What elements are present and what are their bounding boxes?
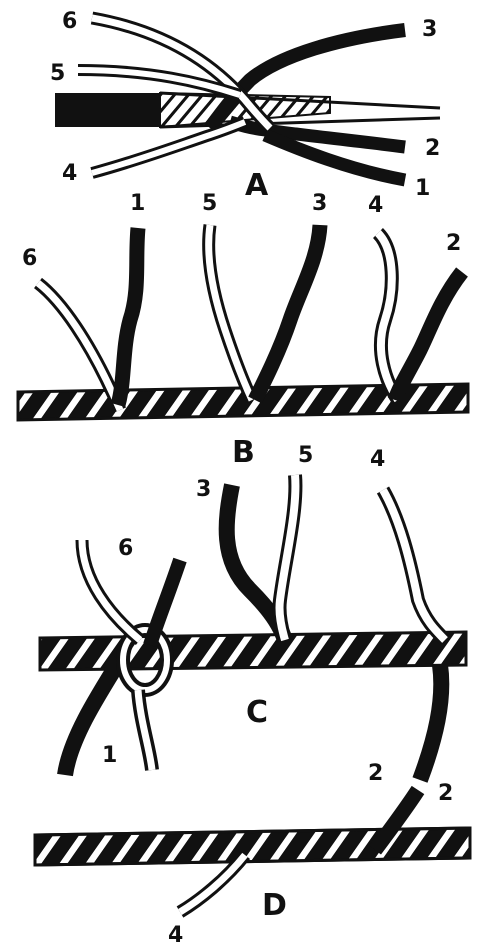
panel-a-number-1: 1: [415, 176, 430, 201]
panel-a: 6 5 4 3 2 1 A: [50, 9, 440, 203]
panel-c-rope: [40, 632, 466, 670]
panel-b-label: B: [232, 435, 255, 470]
panel-b: 6 1 5 3 4 2 B: [18, 191, 468, 470]
panel-c-number-1: 1: [102, 743, 117, 768]
panel-d-number-2: 2: [438, 781, 453, 806]
panel-a-number-6: 6: [62, 9, 77, 34]
panel-d: 2 4 D: [35, 781, 470, 948]
panel-a-label: A: [245, 168, 269, 203]
panel-a-strand-4-core: [92, 122, 245, 173]
panel-a-number-2: 2: [425, 136, 440, 161]
panel-c-number-5: 5: [298, 443, 313, 468]
panel-a-number-5: 5: [50, 61, 65, 86]
panel-b-number-3: 3: [312, 191, 327, 216]
panel-c-number-4: 4: [370, 447, 385, 472]
panel-a-number-4: 4: [62, 161, 77, 186]
panel-a-number-3: 3: [422, 17, 437, 42]
panel-b-strand-3: [255, 225, 320, 400]
panel-b-number-5: 5: [202, 191, 217, 216]
panel-c-strand-6-black: [150, 560, 180, 645]
panel-b-number-4: 4: [368, 193, 383, 218]
panel-a-strand-2: [230, 122, 405, 147]
panel-b-strand-5: [209, 225, 252, 400]
panel-d-label: D: [262, 888, 287, 923]
panel-b-number-6: 6: [22, 246, 37, 271]
panel-c-label: C: [246, 695, 268, 730]
panel-b-strand-1: [118, 228, 138, 405]
panel-c-number-6: 6: [118, 536, 133, 561]
panel-c-strand-2: [420, 665, 441, 780]
panel-d-number-4: 4: [168, 923, 183, 948]
panel-c-number-3: 3: [196, 477, 211, 502]
panel-b-number-1: 1: [130, 191, 145, 216]
panel-c-number-2: 2: [368, 761, 383, 786]
panel-c: 3 5 4 6 1 2 C: [40, 443, 466, 786]
panel-b-number-2: 2: [446, 231, 461, 256]
panel-b-strand-2: [395, 272, 462, 400]
panel-a-rope-black: [55, 93, 160, 127]
